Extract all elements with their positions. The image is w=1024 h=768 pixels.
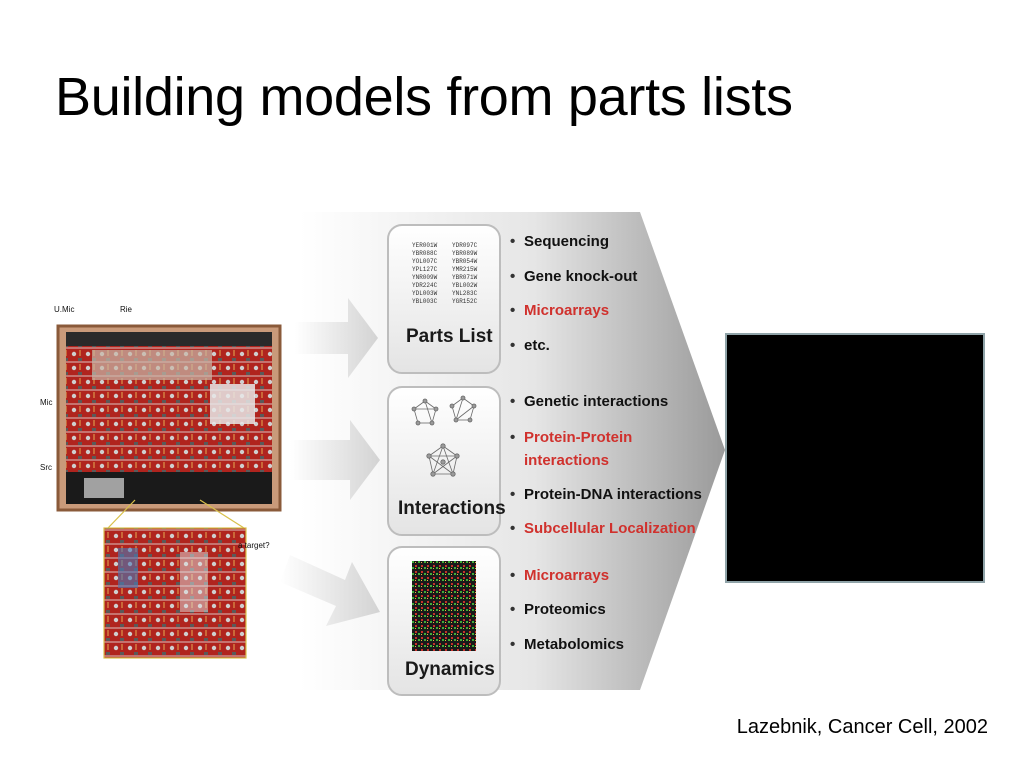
- circuit-closeup-photo: [103, 499, 247, 659]
- bullet-item: •etc.: [510, 337, 550, 354]
- gene-list-right: YDR097C YBR089W YBR054W YMR215W YBR071W …: [452, 242, 477, 306]
- photo-label-src: Src: [40, 463, 52, 472]
- gene-id: YDR224C: [412, 282, 438, 289]
- gene-id: YDL003W: [412, 290, 438, 297]
- gene-id: YER001W: [412, 242, 438, 249]
- parts-list-label: Parts List: [406, 326, 493, 347]
- dynamics-label: Dynamics: [405, 659, 495, 680]
- arrow-to-interactions: [290, 420, 380, 500]
- bullet-item: •Genetic interactions: [510, 393, 669, 410]
- citation: Lazebnik, Cancer Cell, 2002: [736, 716, 988, 738]
- gene-id: YNR009W: [412, 274, 438, 281]
- gene-id: YBR071W: [452, 274, 478, 281]
- gene-list-left: YER001W YBR088C YOL007C YPL127C YNR009W …: [412, 242, 437, 306]
- parts-list-panel: [387, 224, 501, 374]
- bullet-item: interactions: [524, 452, 610, 469]
- gene-id: YMR215W: [452, 266, 478, 273]
- network-icon: [411, 395, 477, 477]
- black-box-model: [725, 333, 985, 583]
- bullet-item: •Protein-Protein: [510, 429, 633, 446]
- photo-label-u-mic: U.Mic: [54, 305, 75, 314]
- gene-id: YBR054W: [452, 258, 478, 265]
- gene-id: YDR097C: [452, 242, 478, 249]
- bullet-item: •Subcellular Localization: [510, 520, 696, 537]
- gene-id: YGR152C: [452, 298, 478, 305]
- gene-id: YBR089W: [452, 250, 478, 257]
- bullet-item: •Proteomics: [510, 601, 606, 618]
- bullet-item: •Gene knock-out: [510, 268, 638, 285]
- gene-id: YBR088C: [412, 250, 438, 257]
- arrow-to-dynamics: [280, 555, 380, 626]
- bullet-item: •Microarrays: [510, 567, 610, 584]
- gene-id: YBL002W: [452, 282, 478, 289]
- gene-id: YBL003C: [412, 298, 438, 305]
- gene-id: YPL127C: [412, 266, 438, 273]
- photo-label-mic: Mic: [40, 398, 53, 407]
- bullet-item: •Sequencing: [510, 233, 610, 250]
- slide-title: Building models from parts lists: [55, 67, 793, 127]
- bullet-item: •Protein-DNA interactions: [510, 486, 702, 503]
- interactions-label: Interactions: [398, 498, 506, 519]
- gene-id: YNL283C: [452, 290, 478, 297]
- radio-circuit-photo: [56, 324, 282, 512]
- microarray-image: [412, 561, 476, 651]
- photo-label-rie: Rie: [120, 305, 133, 314]
- arrow-to-parts-list: [295, 298, 378, 378]
- photo-label-target: a target?: [238, 541, 270, 550]
- bullet-item: •Microarrays: [510, 302, 610, 319]
- bullet-item: •Metabolomics: [510, 636, 625, 653]
- gene-id: YOL007C: [412, 258, 438, 265]
